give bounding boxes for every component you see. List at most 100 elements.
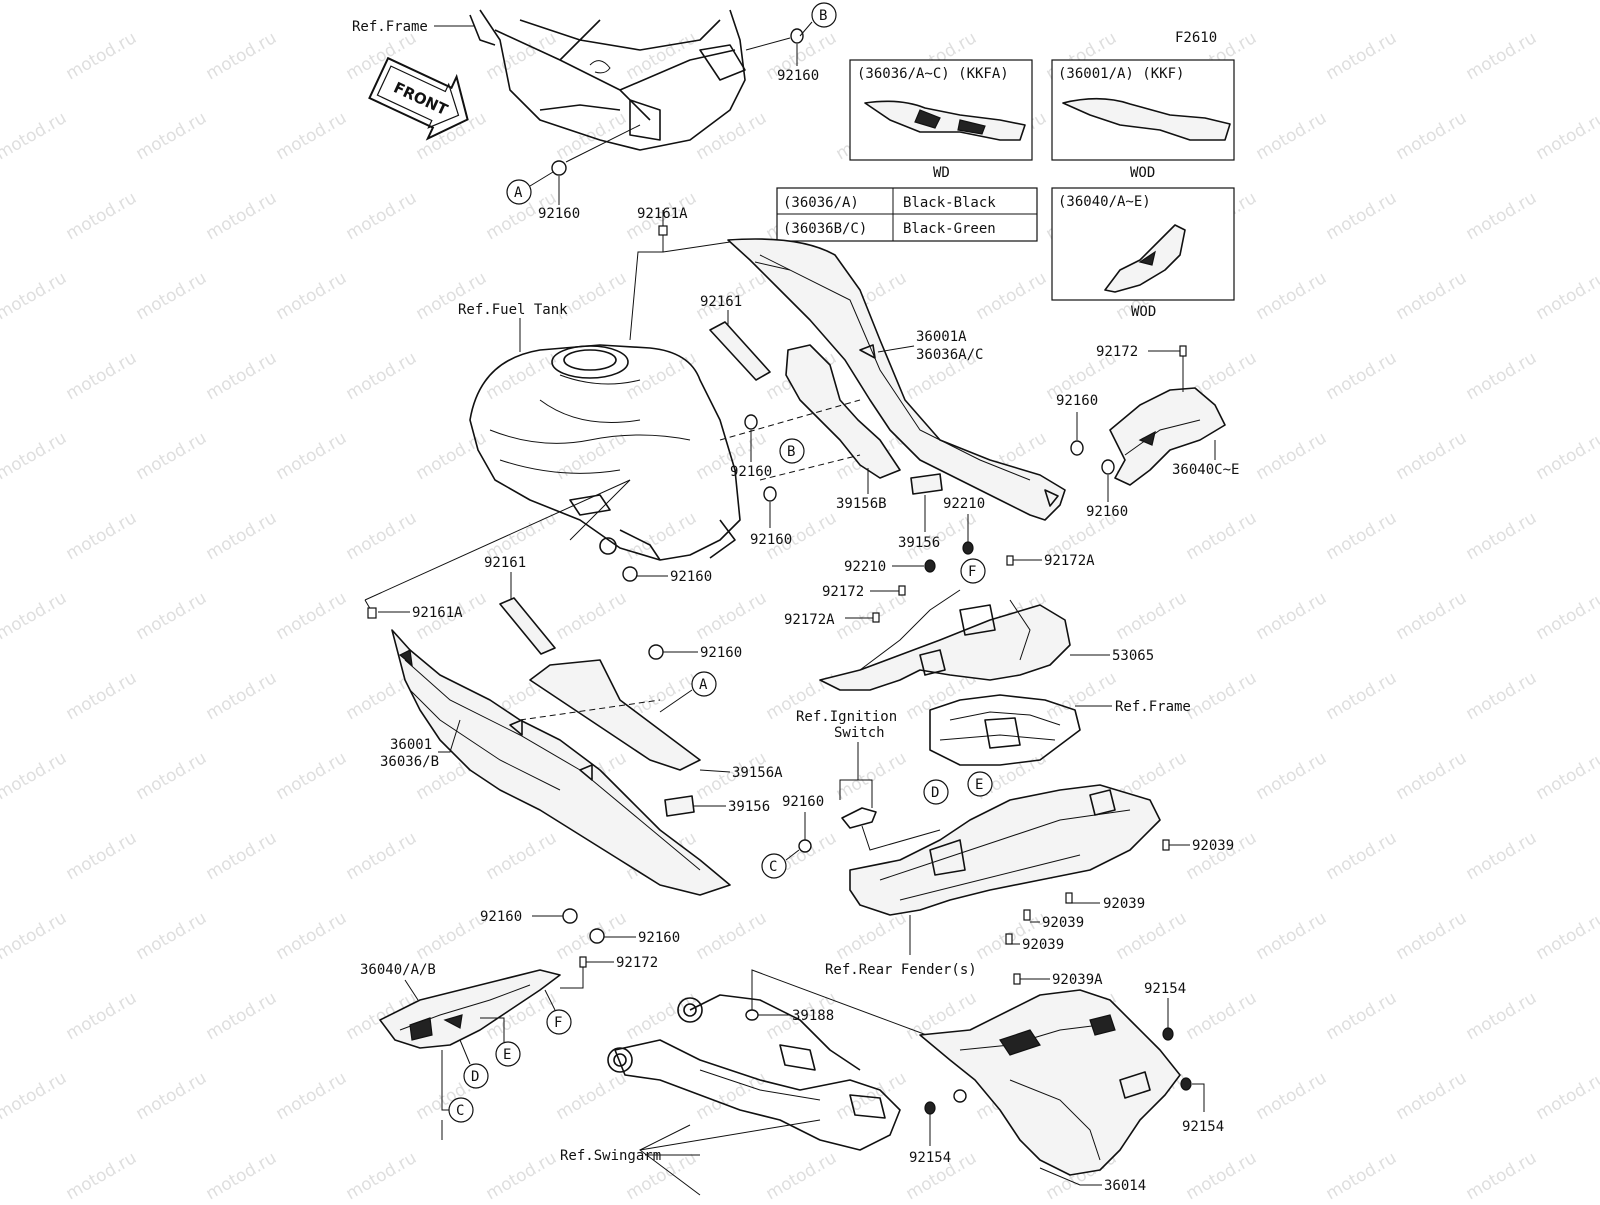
clip-92161A-left bbox=[368, 608, 376, 618]
watermark-text: motod.ru bbox=[343, 188, 421, 244]
watermark-text: motod.ru bbox=[1253, 428, 1331, 484]
watermark-text: motod.ru bbox=[1393, 268, 1471, 324]
bolt-92039-c bbox=[1024, 910, 1030, 920]
color-code-2: (36036B/C) bbox=[783, 221, 867, 237]
watermark-text: motod.ru bbox=[1533, 1068, 1600, 1124]
ref-ignition-label-1: Ref.Ignition bbox=[796, 709, 897, 725]
part-92210-a: 92210 bbox=[943, 496, 985, 512]
watermark-text: motod.ru bbox=[1183, 508, 1261, 564]
ref-frame-mid-label: Ref.Frame bbox=[1115, 699, 1191, 715]
ref-ignition-label-2: Switch bbox=[834, 725, 885, 741]
part-92160-right2: 92160 bbox=[1086, 504, 1128, 520]
part-39156-left: 39156 bbox=[728, 799, 770, 815]
watermark-text: motod.ru bbox=[1183, 1148, 1261, 1200]
watermark-text: motod.ru bbox=[973, 0, 1051, 4]
watermark-text: motod.ru bbox=[0, 748, 70, 804]
watermark-text: motod.ru bbox=[203, 668, 281, 724]
rear-fender-36014 bbox=[920, 990, 1180, 1175]
washer-92160-a bbox=[552, 161, 566, 175]
part-36040AB: 36040/A/B bbox=[360, 962, 436, 978]
watermark-text: motod.ru bbox=[623, 28, 701, 84]
callout-c-low-letter: C bbox=[456, 1103, 464, 1119]
inset-36040-label: WOD bbox=[1131, 304, 1156, 320]
part-92160-tank3: 92160 bbox=[670, 569, 712, 585]
watermark-text: motod.ru bbox=[1323, 1148, 1401, 1200]
washer-92160-tank3 bbox=[623, 567, 637, 581]
watermark-text: motod.ru bbox=[1463, 508, 1541, 564]
washer-92160-right2 bbox=[1102, 460, 1114, 474]
washer-92160-low2 bbox=[590, 929, 604, 943]
screw-92172A-b bbox=[873, 613, 879, 622]
watermark-text: motod.ru bbox=[273, 908, 351, 964]
watermark-text: motod.ru bbox=[273, 1068, 351, 1124]
watermark-text: motod.ru bbox=[1113, 588, 1191, 644]
watermark-text: motod.ru bbox=[133, 108, 211, 164]
inset-kkf-title: (36001/A) (KKF) bbox=[1058, 66, 1184, 82]
part-92039-b: 92039 bbox=[1103, 896, 1145, 912]
watermark-text: motod.ru bbox=[1253, 108, 1331, 164]
callout-c-mid-letter: C bbox=[769, 859, 777, 875]
watermark-text: motod.ru bbox=[413, 428, 491, 484]
figure-code: F2610 bbox=[1175, 30, 1217, 46]
watermark-text: motod.ru bbox=[833, 748, 911, 804]
part-39156B: 39156B bbox=[836, 496, 887, 512]
part-92160-left: 92160 bbox=[700, 645, 742, 661]
callout-e-mid-letter: E bbox=[975, 777, 983, 793]
color-name-1: Black-Black bbox=[903, 195, 996, 211]
part-92160-tank2: 92160 bbox=[750, 532, 792, 548]
watermark-text: motod.ru bbox=[63, 828, 141, 884]
watermark-text: motod.ru bbox=[0, 1068, 70, 1124]
watermark-text: motod.ru bbox=[1533, 268, 1600, 324]
watermark-text: motod.ru bbox=[763, 1148, 841, 1200]
watermark-text: motod.ru bbox=[1253, 1068, 1331, 1124]
screw-92172-mid bbox=[899, 586, 905, 595]
plate-39156-top bbox=[911, 474, 942, 494]
washer-92160-tank1 bbox=[745, 415, 757, 429]
part-92210-b: 92210 bbox=[844, 559, 886, 575]
part-36036B: 36036/B bbox=[380, 754, 439, 770]
watermark-text: motod.ru bbox=[693, 108, 771, 164]
watermark-text: motod.ru bbox=[343, 828, 421, 884]
part-92160-a: 92160 bbox=[538, 206, 580, 222]
watermark-text: motod.ru bbox=[1183, 988, 1261, 1044]
watermark-text: motod.ru bbox=[623, 348, 701, 404]
watermark-text: motod.ru bbox=[133, 1068, 211, 1124]
part-92172-right: 92172 bbox=[1096, 344, 1138, 360]
watermark-text: motod.ru bbox=[203, 188, 281, 244]
part-39156-top: 39156 bbox=[898, 535, 940, 551]
part-39156A: 39156A bbox=[732, 765, 783, 781]
part-92039-c: 92039 bbox=[1042, 915, 1084, 931]
part-36001: 36001 bbox=[390, 737, 432, 753]
part-36014: 36014 bbox=[1104, 1178, 1146, 1194]
part-92160-right1: 92160 bbox=[1056, 393, 1098, 409]
screw-92172A-a bbox=[1007, 556, 1013, 565]
watermark-text: motod.ru bbox=[1533, 0, 1600, 4]
watermark-text: motod.ru bbox=[553, 588, 631, 644]
watermark-text: motod.ru bbox=[833, 908, 911, 964]
watermark-text: motod.ru bbox=[1323, 28, 1401, 84]
watermark-text: motod.ru bbox=[1043, 668, 1121, 724]
bolt-92154-c bbox=[925, 1102, 935, 1114]
watermark-text: motod.ru bbox=[0, 108, 70, 164]
color-table: (36036/A) Black-Black (36036B/C) Black-G… bbox=[777, 188, 1037, 241]
watermark-text: motod.ru bbox=[1183, 668, 1261, 724]
part-92161A-left: 92161A bbox=[412, 605, 463, 621]
part-92154-b: 92154 bbox=[1182, 1119, 1224, 1135]
watermark-text: motod.ru bbox=[0, 588, 70, 644]
watermark-text: motod.ru bbox=[63, 1148, 141, 1200]
callout-f-low-letter: F bbox=[554, 1015, 562, 1031]
watermark-text: motod.ru bbox=[1463, 28, 1541, 84]
part-92039A: 92039A bbox=[1052, 972, 1103, 988]
part-92160-tank1: 92160 bbox=[730, 464, 772, 480]
watermark-text: motod.ru bbox=[1183, 828, 1261, 884]
nut-92210-a bbox=[963, 542, 973, 554]
watermark-text: motod.ru bbox=[1393, 588, 1471, 644]
watermark-text: motod.ru bbox=[1113, 908, 1191, 964]
color-name-2: Black-Green bbox=[903, 221, 996, 237]
ref-rear-fender-label: Ref.Rear Fender(s) bbox=[825, 962, 977, 978]
washer-92160-low1 bbox=[563, 909, 577, 923]
watermark-text: motod.ru bbox=[413, 908, 491, 964]
watermark-text: motod.ru bbox=[693, 588, 771, 644]
callout-d-low-letter: D bbox=[471, 1069, 479, 1085]
part-53065: 53065 bbox=[1112, 648, 1154, 664]
